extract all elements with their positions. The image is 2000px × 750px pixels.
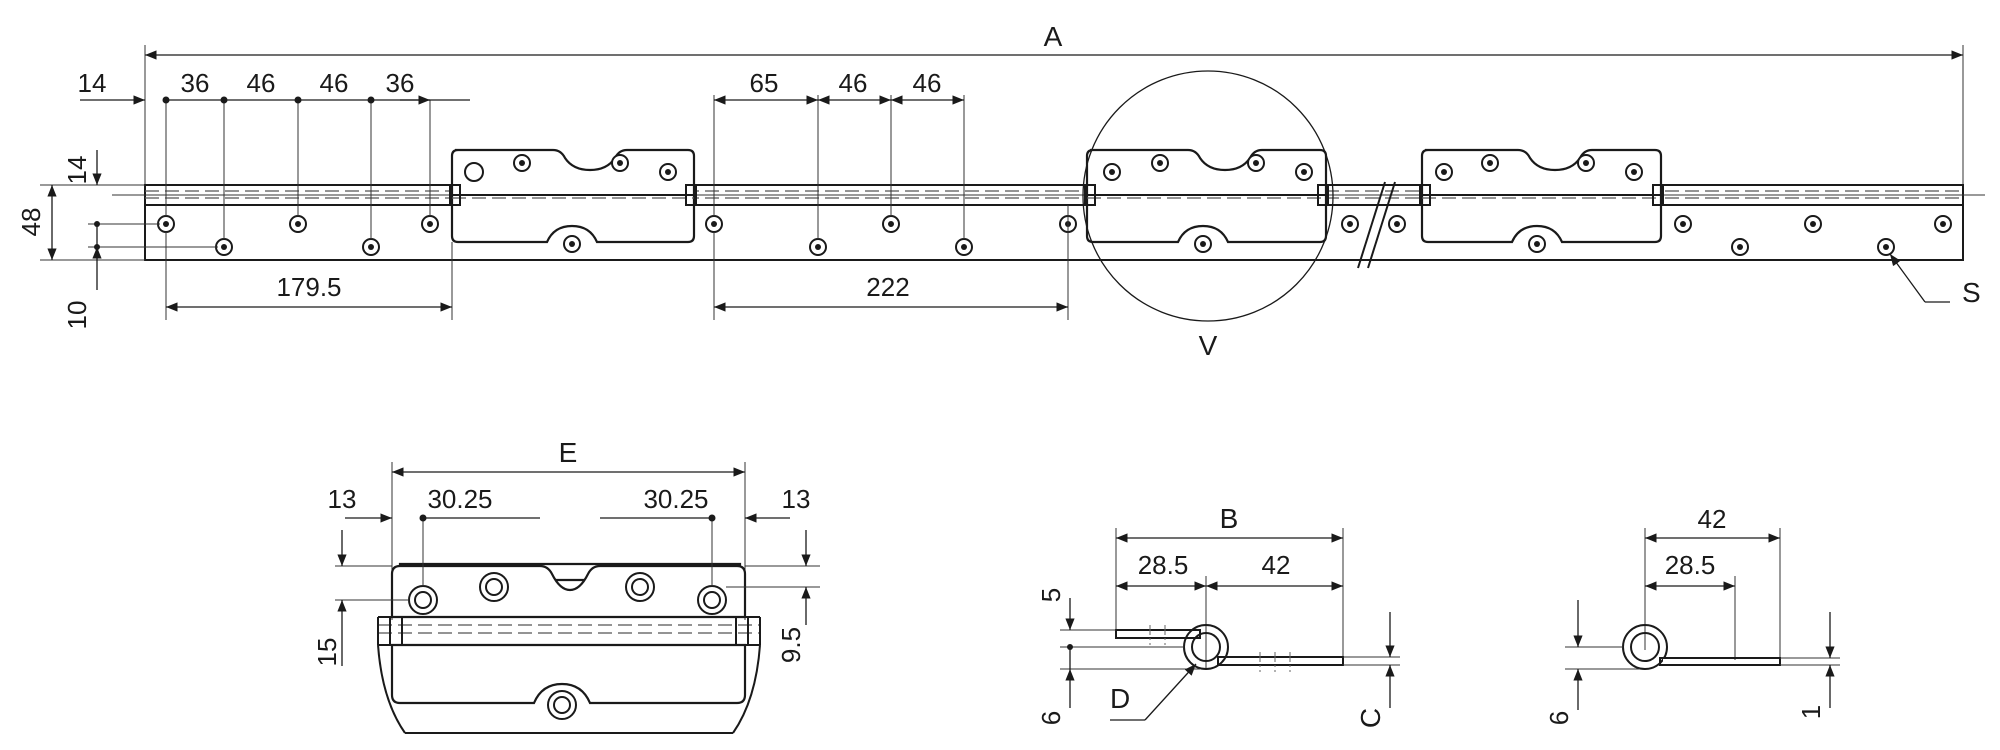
- dim-36-right: 36: [386, 68, 415, 98]
- label-b: B: [1220, 503, 1239, 534]
- dim-15: 15: [312, 638, 342, 667]
- dim-28-5-c: 28.5: [1665, 550, 1716, 580]
- label-d: D: [1110, 683, 1130, 714]
- dim-5: 5: [1036, 588, 1066, 602]
- dim-46-b: 46: [320, 68, 349, 98]
- dim-36-left: 36: [181, 68, 210, 98]
- dim-9-5: 9.5: [776, 627, 806, 663]
- dim-46-a: 46: [247, 68, 276, 98]
- detail-plate-view: E: [312, 437, 820, 734]
- section-view-2: 42 28.5 6 1: [1544, 504, 1840, 725]
- dim-46-c: 46: [839, 68, 868, 98]
- dim-30-25-right: 30.25: [643, 484, 708, 514]
- dimension-a: A: [1044, 21, 1063, 52]
- hinge-plate-1: [449, 148, 697, 244]
- detail-circle: [1082, 70, 1334, 322]
- dim-10: 10: [62, 301, 92, 330]
- label-s: S: [1962, 277, 1981, 308]
- hinge-plate-2: [1084, 148, 1329, 244]
- dim-42-b: 42: [1262, 550, 1291, 580]
- dim-1: 1: [1796, 705, 1826, 719]
- dim-6-c: 6: [1544, 711, 1574, 725]
- dim-6-b: 6: [1036, 711, 1066, 725]
- dim-28-5-b: 28.5: [1138, 550, 1189, 580]
- mounting-holes: [157, 154, 1952, 256]
- hinge-plate-3: [1419, 148, 1664, 244]
- label-c: C: [1355, 708, 1386, 728]
- dim-42-c: 42: [1698, 504, 1727, 534]
- dim-13-right: 13: [782, 484, 811, 514]
- dim-65: 65: [750, 68, 779, 98]
- dim-179-5: 179.5: [276, 272, 341, 302]
- dim-48: 48: [16, 208, 46, 237]
- dim-222: 222: [866, 272, 909, 302]
- dim-30-25-left: 30.25: [427, 484, 492, 514]
- dim-14-top: 14: [78, 68, 107, 98]
- dim-13-left: 13: [328, 484, 357, 514]
- label-v: V: [1199, 330, 1218, 361]
- dim-46-d: 46: [913, 68, 942, 98]
- label-e: E: [559, 437, 578, 468]
- dim-14-left: 14: [62, 156, 92, 185]
- section-view-b: B 28.5 42 5 6 C D: [1036, 503, 1400, 728]
- main-hinge-view: A: [16, 21, 1985, 361]
